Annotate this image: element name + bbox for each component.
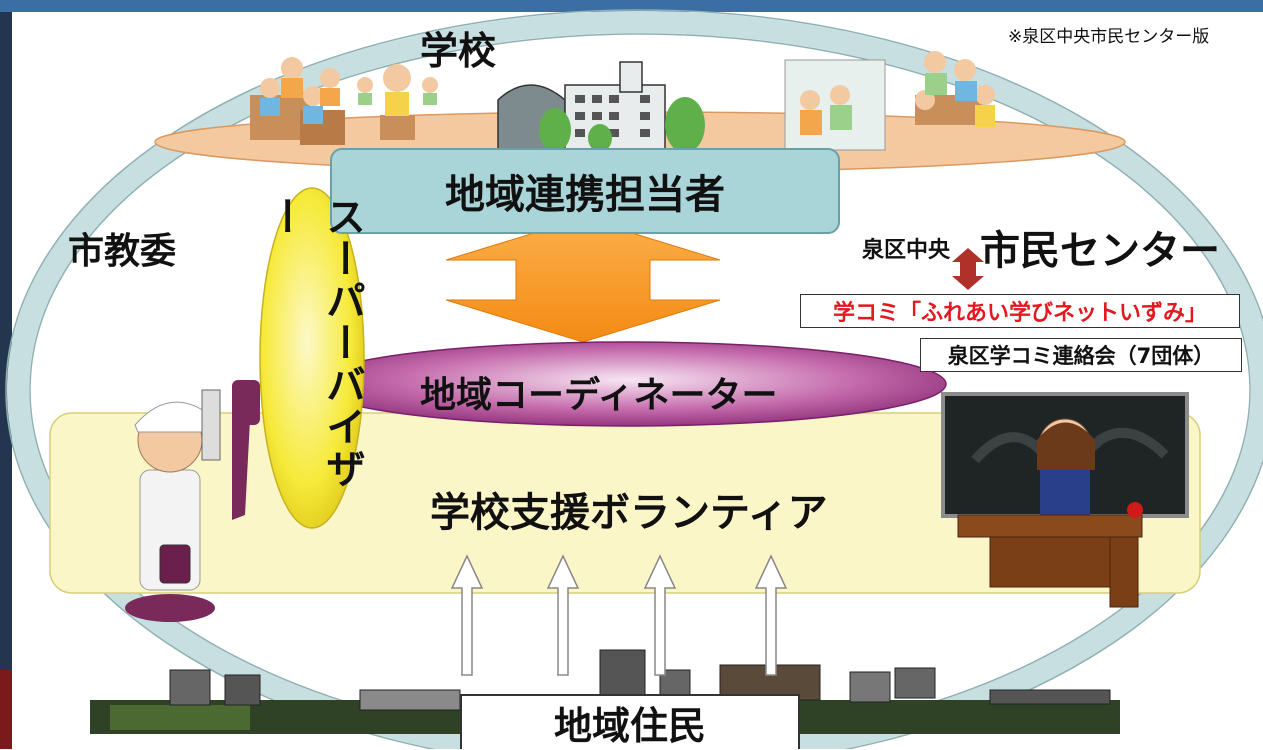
classroom-right-illustration — [784, 51, 995, 151]
liaison-box: 地域連携担当者 — [330, 148, 840, 234]
liaison-council-box: 泉区学コミ連絡会（7団体） — [920, 338, 1242, 372]
residents-label: 地域住民 — [553, 704, 706, 748]
teacher-kids-illustration — [357, 64, 438, 140]
coordinator-label: 地域コーディネーター — [420, 375, 778, 416]
school-title: 学校 — [420, 29, 497, 73]
small-double-arrow-icon — [952, 248, 984, 290]
teacher-blackboard-illustration — [941, 392, 1189, 608]
supervisor-ellipse — [259, 187, 365, 529]
outer-ellipse-edge — [5, 9, 1263, 749]
board-of-education-label: 市教委 — [68, 231, 177, 272]
outer-ellipse — [7, 11, 1263, 749]
top-frame-bar — [0, 0, 1263, 12]
residents-box: 地域住民 — [460, 694, 800, 749]
double-headed-arrow-icon — [445, 217, 721, 343]
left-frame-accent — [0, 670, 12, 749]
school-building-illustration — [497, 61, 705, 153]
up-arrow-icon — [450, 554, 788, 676]
version-note: ※泉区中央市民センター版 — [1008, 27, 1210, 47]
gakukomi-box: 学コミ「ふれあい学びネットいずみ」 — [800, 294, 1240, 328]
gakukomi-label: 学コミ「ふれあい学びネットいずみ」 — [832, 301, 1207, 326]
liaison-label: 地域連携担当者 — [445, 172, 725, 218]
classroom-left-illustration — [250, 57, 345, 145]
supervisor-label: スーパーバイザー — [261, 196, 365, 526]
center-prefix-label: 泉区中央 — [862, 238, 951, 263]
citizen-center-label: 市民センター — [980, 228, 1220, 274]
liaison-council-label: 泉区学コミ連絡会（7団体） — [947, 344, 1215, 368]
painter-illustration — [125, 380, 260, 622]
volunteer-label: 学校支援ボランティア — [430, 490, 828, 536]
